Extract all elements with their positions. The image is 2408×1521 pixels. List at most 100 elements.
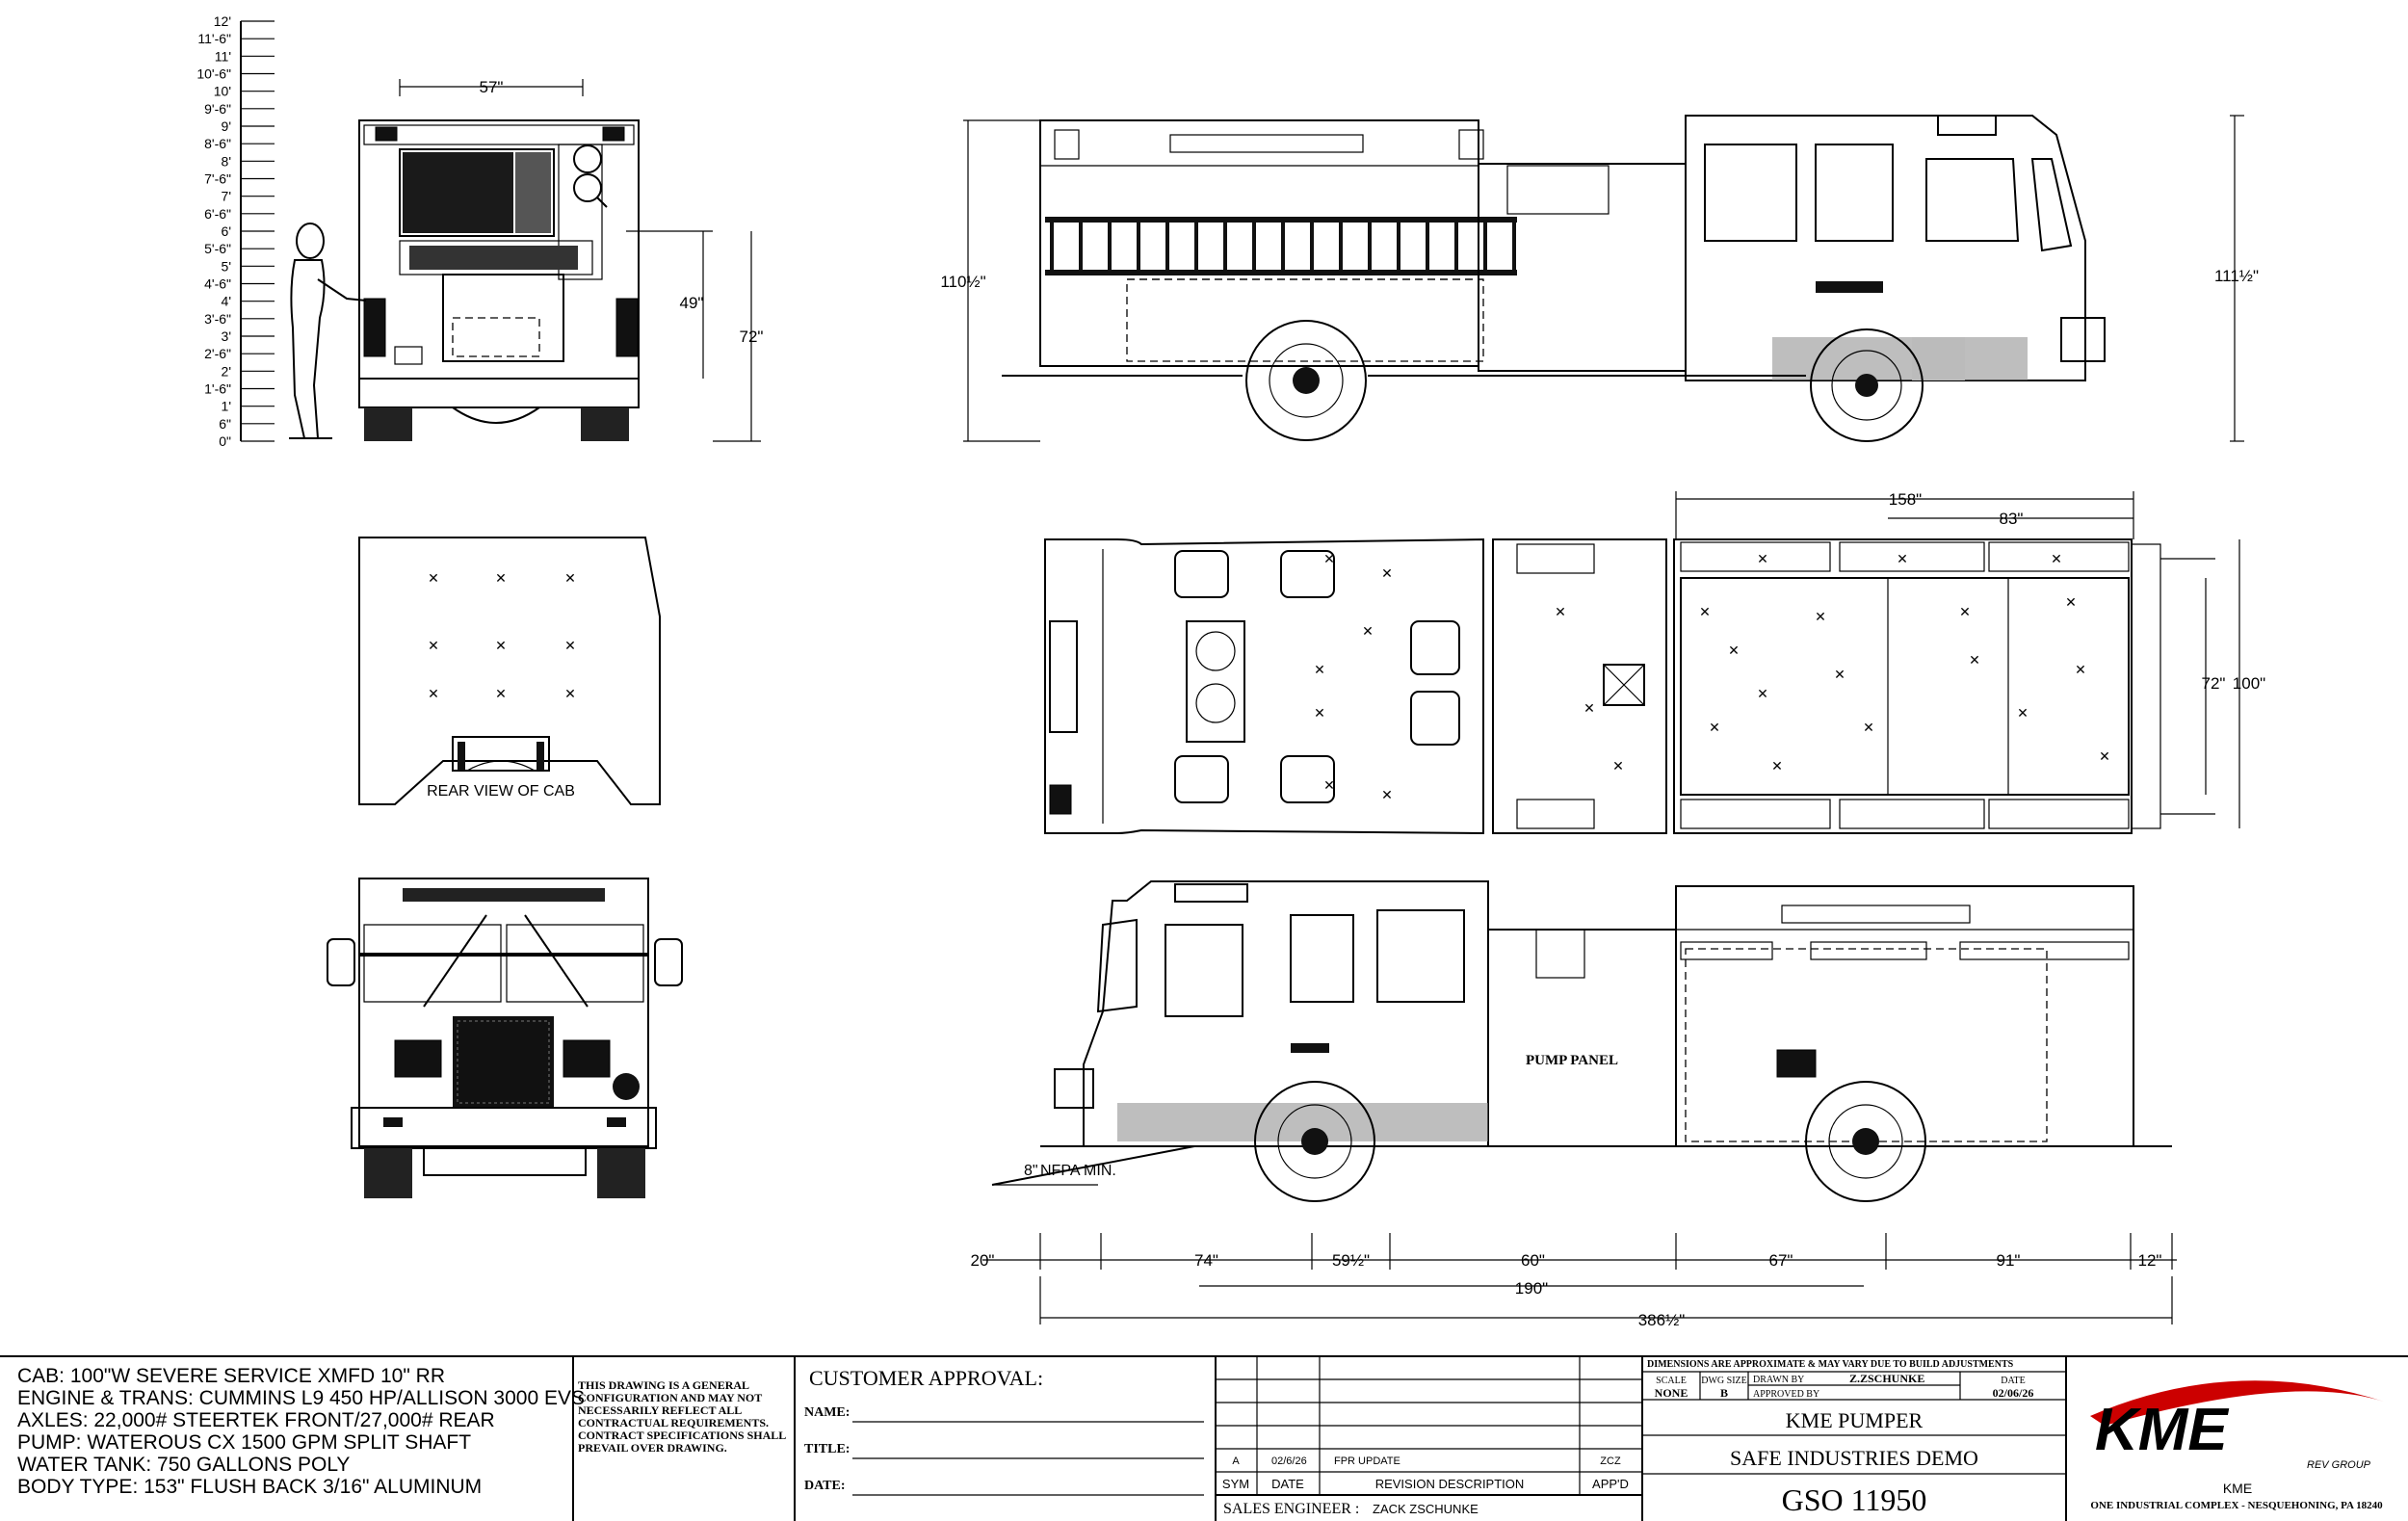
scale-label: 6'-6" — [204, 206, 231, 222]
customer-name: SAFE INDUSTRIES DEMO — [1730, 1446, 1978, 1470]
length-dim: 67" — [1769, 1251, 1793, 1270]
nfpa-label: NFPA MIN. — [1040, 1163, 1116, 1179]
rivet-mark: ✕ — [495, 638, 507, 653]
disclaimer: THIS DRAWING IS A GENERAL CONFIGURATION … — [578, 1378, 786, 1455]
scale-label: 1' — [222, 399, 231, 414]
scale-label: 4'-6" — [204, 276, 231, 292]
date-header: DATE — [1271, 1477, 1304, 1491]
scale-label: 6' — [222, 223, 231, 239]
date-value-tb: 02/06/26 — [1993, 1386, 2034, 1400]
spec-line: ENGINE & TRANS: CUMMINS L9 450 HP/ALLISO… — [17, 1387, 585, 1409]
disclaimer-line: PREVAIL OVER DRAWING. — [578, 1441, 727, 1455]
dwg-size-label: DWG SIZE — [1701, 1376, 1747, 1386]
dimensions-note: DIMENSIONS ARE APPROXIMATE & MAY VARY DU… — [1647, 1359, 2014, 1370]
drawn-by-label: DRAWN BY — [1753, 1375, 1804, 1385]
kme-brand: KME — [2095, 1397, 2229, 1463]
ladder-rung — [1512, 220, 1516, 274]
front-grille — [453, 1016, 554, 1108]
spec-line: AXLES: 22,000# STEERTEK FRONT/27,000# RE… — [17, 1409, 495, 1431]
spec-line: CAB: 100"W SEVERE SERVICE XMFD 10" RR — [17, 1365, 445, 1387]
rivet-mark: ✕ — [1757, 551, 1768, 566]
sym-header: SYM — [1222, 1477, 1249, 1491]
rivet-mark: ✕ — [1314, 705, 1325, 721]
rivet-mark: ✕ — [2099, 748, 2110, 764]
scale-label: 8' — [222, 153, 231, 169]
sales-engineer-value: ZACK ZSCHUNKE — [1373, 1502, 1479, 1516]
wheelbase-dim: 190" — [1515, 1279, 1548, 1298]
kme-address: ONE INDUSTRIAL COMPLEX - NESQUEHONING, P… — [2090, 1500, 2383, 1511]
rear-wheel-right — [1245, 320, 1367, 441]
pump-panel-label: PUMP PANEL — [1526, 1053, 1618, 1068]
rivet-mark: ✕ — [564, 570, 576, 586]
kme-logo: KME REV GROUP KME ONE INDUSTRIAL COMPLEX… — [2090, 1380, 2384, 1511]
scale-value: NONE — [1655, 1386, 1688, 1400]
ladder — [1045, 217, 1517, 275]
ladder-rung — [1050, 220, 1054, 274]
rivet-mark: ✕ — [1728, 642, 1740, 658]
ladder-rung — [1223, 220, 1227, 274]
rivet-mark: ✕ — [2065, 594, 2077, 610]
scale-label: 3'-6" — [204, 311, 231, 327]
rear-height-dim-right: 110½" — [940, 273, 985, 291]
rivet-mark: ✕ — [495, 570, 507, 586]
rear-shutter — [403, 152, 551, 233]
revision-date: 02/6/26 — [1271, 1455, 1307, 1467]
inner-width-dim: 72" — [2202, 674, 2226, 693]
approved-by-label: APPROVED BY — [1753, 1389, 1819, 1400]
cab-height-dim-right: 111½" — [2214, 267, 2259, 285]
scale-label: SCALE — [1656, 1376, 1687, 1386]
scale-label: 3' — [222, 328, 231, 344]
dwg-size-value: B — [1720, 1386, 1728, 1400]
rivet-mark: ✕ — [428, 686, 439, 701]
scale-label: 8'-6" — [204, 136, 231, 151]
rivet-mark: ✕ — [495, 686, 507, 701]
rivet-mark: ✕ — [1897, 551, 1908, 566]
body-length-dim: 158" — [1889, 490, 1922, 509]
outer-width-dim: 100" — [2233, 674, 2265, 693]
customer-approval-title: CUSTOMER APPROVAL: — [809, 1366, 1043, 1390]
description-header: REVISION DESCRIPTION — [1375, 1477, 1525, 1491]
ladder-rung — [1137, 220, 1140, 274]
rivet-mark: ✕ — [1815, 609, 1826, 624]
scale-label: 10'-6" — [196, 66, 231, 82]
scale-label: 11' — [215, 48, 231, 64]
scale-label: 9'-6" — [204, 101, 231, 117]
rivet-mark: ✕ — [564, 638, 576, 653]
scale-label: 0" — [219, 433, 231, 449]
ladder-rung — [1194, 220, 1198, 274]
side-view-left: PUMP PANEL 8" NFPA MIN. — [971, 880, 2177, 1329]
ladder-rung — [1454, 220, 1458, 274]
rivet-mark: ✕ — [1757, 686, 1768, 701]
rivet-mark: ✕ — [428, 638, 439, 653]
spec-line: BODY TYPE: 153" FLUSH BACK 3/16" ALUMINU… — [17, 1476, 482, 1498]
length-dim: 74" — [1194, 1251, 1218, 1270]
ladder-rung — [1108, 220, 1112, 274]
nfpa-angle: 8" — [1024, 1163, 1038, 1179]
ladder-rung — [1281, 220, 1285, 274]
scale-label: 10' — [214, 84, 231, 99]
scale-label: 2' — [222, 363, 231, 379]
rivet-mark: ✕ — [1381, 787, 1393, 802]
length-dim: 60" — [1521, 1251, 1545, 1270]
ladder-rung — [1310, 220, 1314, 274]
cab-rear-caption: REAR VIEW OF CAB — [427, 783, 575, 800]
disclaimer-line: NECESSARILY REFLECT ALL — [578, 1403, 742, 1417]
top-view: 158" 83" 72" 100" — [1044, 490, 2265, 835]
rivet-mark: ✕ — [1612, 758, 1624, 774]
front-wheel-left — [1254, 1081, 1375, 1202]
disclaimer-line: THIS DRAWING IS A GENERAL — [578, 1378, 749, 1392]
gso-number: GSO 11950 — [1782, 1482, 1927, 1517]
scale-label: 7' — [222, 189, 231, 204]
scale-label: 1'-6" — [204, 381, 231, 397]
scale-label: 9' — [222, 118, 231, 134]
ladder-rung — [1252, 220, 1256, 274]
overall-length-dim: 386½" — [1638, 1311, 1686, 1329]
revision-sym: A — [1232, 1455, 1240, 1467]
rear-view: 57" 49" — [289, 78, 763, 442]
rivet-mark: ✕ — [1863, 720, 1874, 735]
spec-line: PUMP: WATEROUS CX 1500 GPM SPLIT SHAFT — [17, 1431, 471, 1454]
customer-approval: CUSTOMER APPROVAL: NAME: TITLE: DATE: — [804, 1366, 1204, 1496]
scale-label: 2'-6" — [204, 346, 231, 361]
disclaimer-line: CONFIGURATION AND MAY NOT — [578, 1391, 762, 1404]
